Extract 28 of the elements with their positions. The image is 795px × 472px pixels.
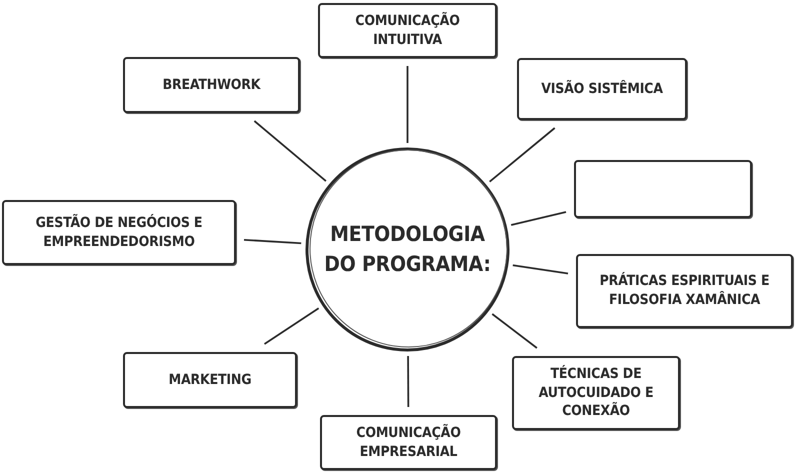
topic-box	[574, 160, 752, 218]
topic-label: COMUNICAÇÃO INTUITIVA	[354, 12, 461, 50]
connector-line	[254, 120, 326, 182]
topic-label: VISÃO SISTÊMICA	[541, 80, 663, 98]
connector-line	[407, 356, 410, 407]
topic-box	[517, 58, 687, 120]
connector-line	[510, 211, 566, 226]
topic-label: GESTÃO DE NEGÓCIOS E EMPREENDEDORISMO	[34, 214, 204, 252]
topic-label: PRÁTICAS ESPIRITUAIS E FILOSOFIA XAMÂNICA	[598, 272, 770, 310]
central-title: METODOLOGIA DO PROGRAMA:	[323, 221, 492, 278]
connector-line	[406, 66, 408, 143]
topic-box	[320, 415, 497, 470]
topic-label: TÉCNICAS DE AUTOCUIDADO E CONEXÃO	[538, 364, 654, 422]
connector-line	[264, 307, 320, 345]
topic-box	[123, 352, 297, 408]
topic-box	[123, 57, 300, 113]
connector-line	[489, 127, 556, 182]
connector-line	[244, 238, 302, 244]
connector-line	[492, 313, 538, 349]
topic-label: BREATHWORK	[162, 76, 260, 94]
connector-line	[512, 264, 568, 274]
topic-box	[512, 356, 680, 430]
topic-label: COMUNICAÇÃO EMPRESARIAL	[355, 424, 462, 462]
topic-box	[318, 3, 497, 58]
topic-box	[576, 254, 793, 328]
central-circle	[305, 147, 510, 352]
topic-label: MARKETING	[168, 370, 252, 390]
topic-box	[2, 200, 236, 265]
